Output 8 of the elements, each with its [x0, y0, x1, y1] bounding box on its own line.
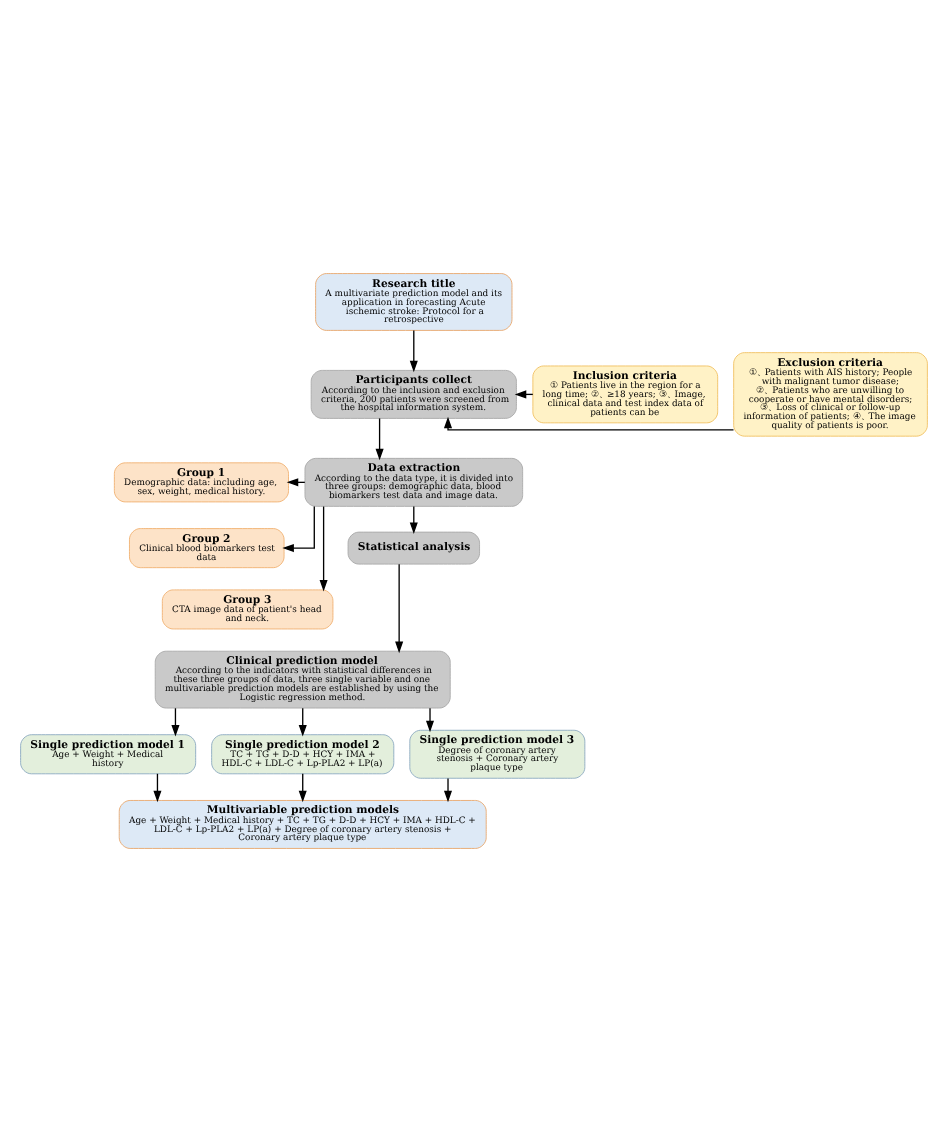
arrow — [395, 563, 404, 654]
arrow — [409, 329, 418, 373]
arrow — [375, 417, 384, 461]
arrow — [319, 505, 328, 592]
arrow — [425, 707, 435, 733]
arrow — [282, 505, 315, 553]
arrow — [443, 416, 735, 431]
arrow — [443, 777, 453, 803]
